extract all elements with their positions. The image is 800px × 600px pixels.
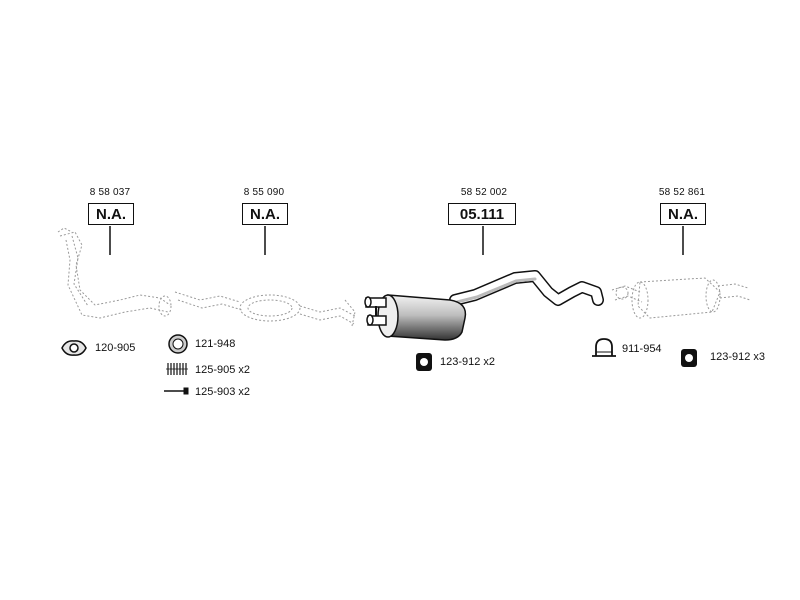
code-box-front-pipe[interactable]: N.A. [88,203,134,225]
part-label-spring[interactable]: 125-905 x2 [195,364,251,376]
rear-muffler-ghost [611,277,751,319]
rubber-hanger-icon [416,353,432,371]
rubber-hanger-icon [681,349,697,367]
part-label-gasket[interactable]: 120-905 [95,342,136,354]
gasket-icon [61,340,87,356]
front-pipe-ghost [57,227,172,319]
part-label-clamp[interactable]: 911-954 [622,343,662,355]
ref-number-front-pipe: 8 58 037 [89,187,131,198]
clamp-icon [592,338,616,357]
part-label-rubber-hanger-rear[interactable]: 123-912 x3 [710,351,766,363]
ref-number-middle-pipe: 8 55 090 [243,187,285,198]
part-label-rubber-hanger-center[interactable]: 123-912 x2 [440,356,496,368]
ref-number-center-muffler: 58 52 002 [460,187,508,198]
spring-icon [166,363,188,375]
code-box-center-muffler[interactable]: 05.111 [448,203,516,225]
center-muffler-drawing [364,270,604,341]
code-box-rear-muffler[interactable]: N.A. [660,203,706,225]
part-label-ring-seal[interactable]: 121-948 [195,338,236,350]
ref-number-rear-muffler: 58 52 861 [658,187,706,198]
ring-seal-icon [168,334,188,354]
middle-pipe-ghost [174,291,356,327]
part-label-bolt[interactable]: 125-903 x2 [195,386,251,398]
code-box-middle-pipe[interactable]: N.A. [242,203,288,225]
bolt-icon [164,387,189,395]
